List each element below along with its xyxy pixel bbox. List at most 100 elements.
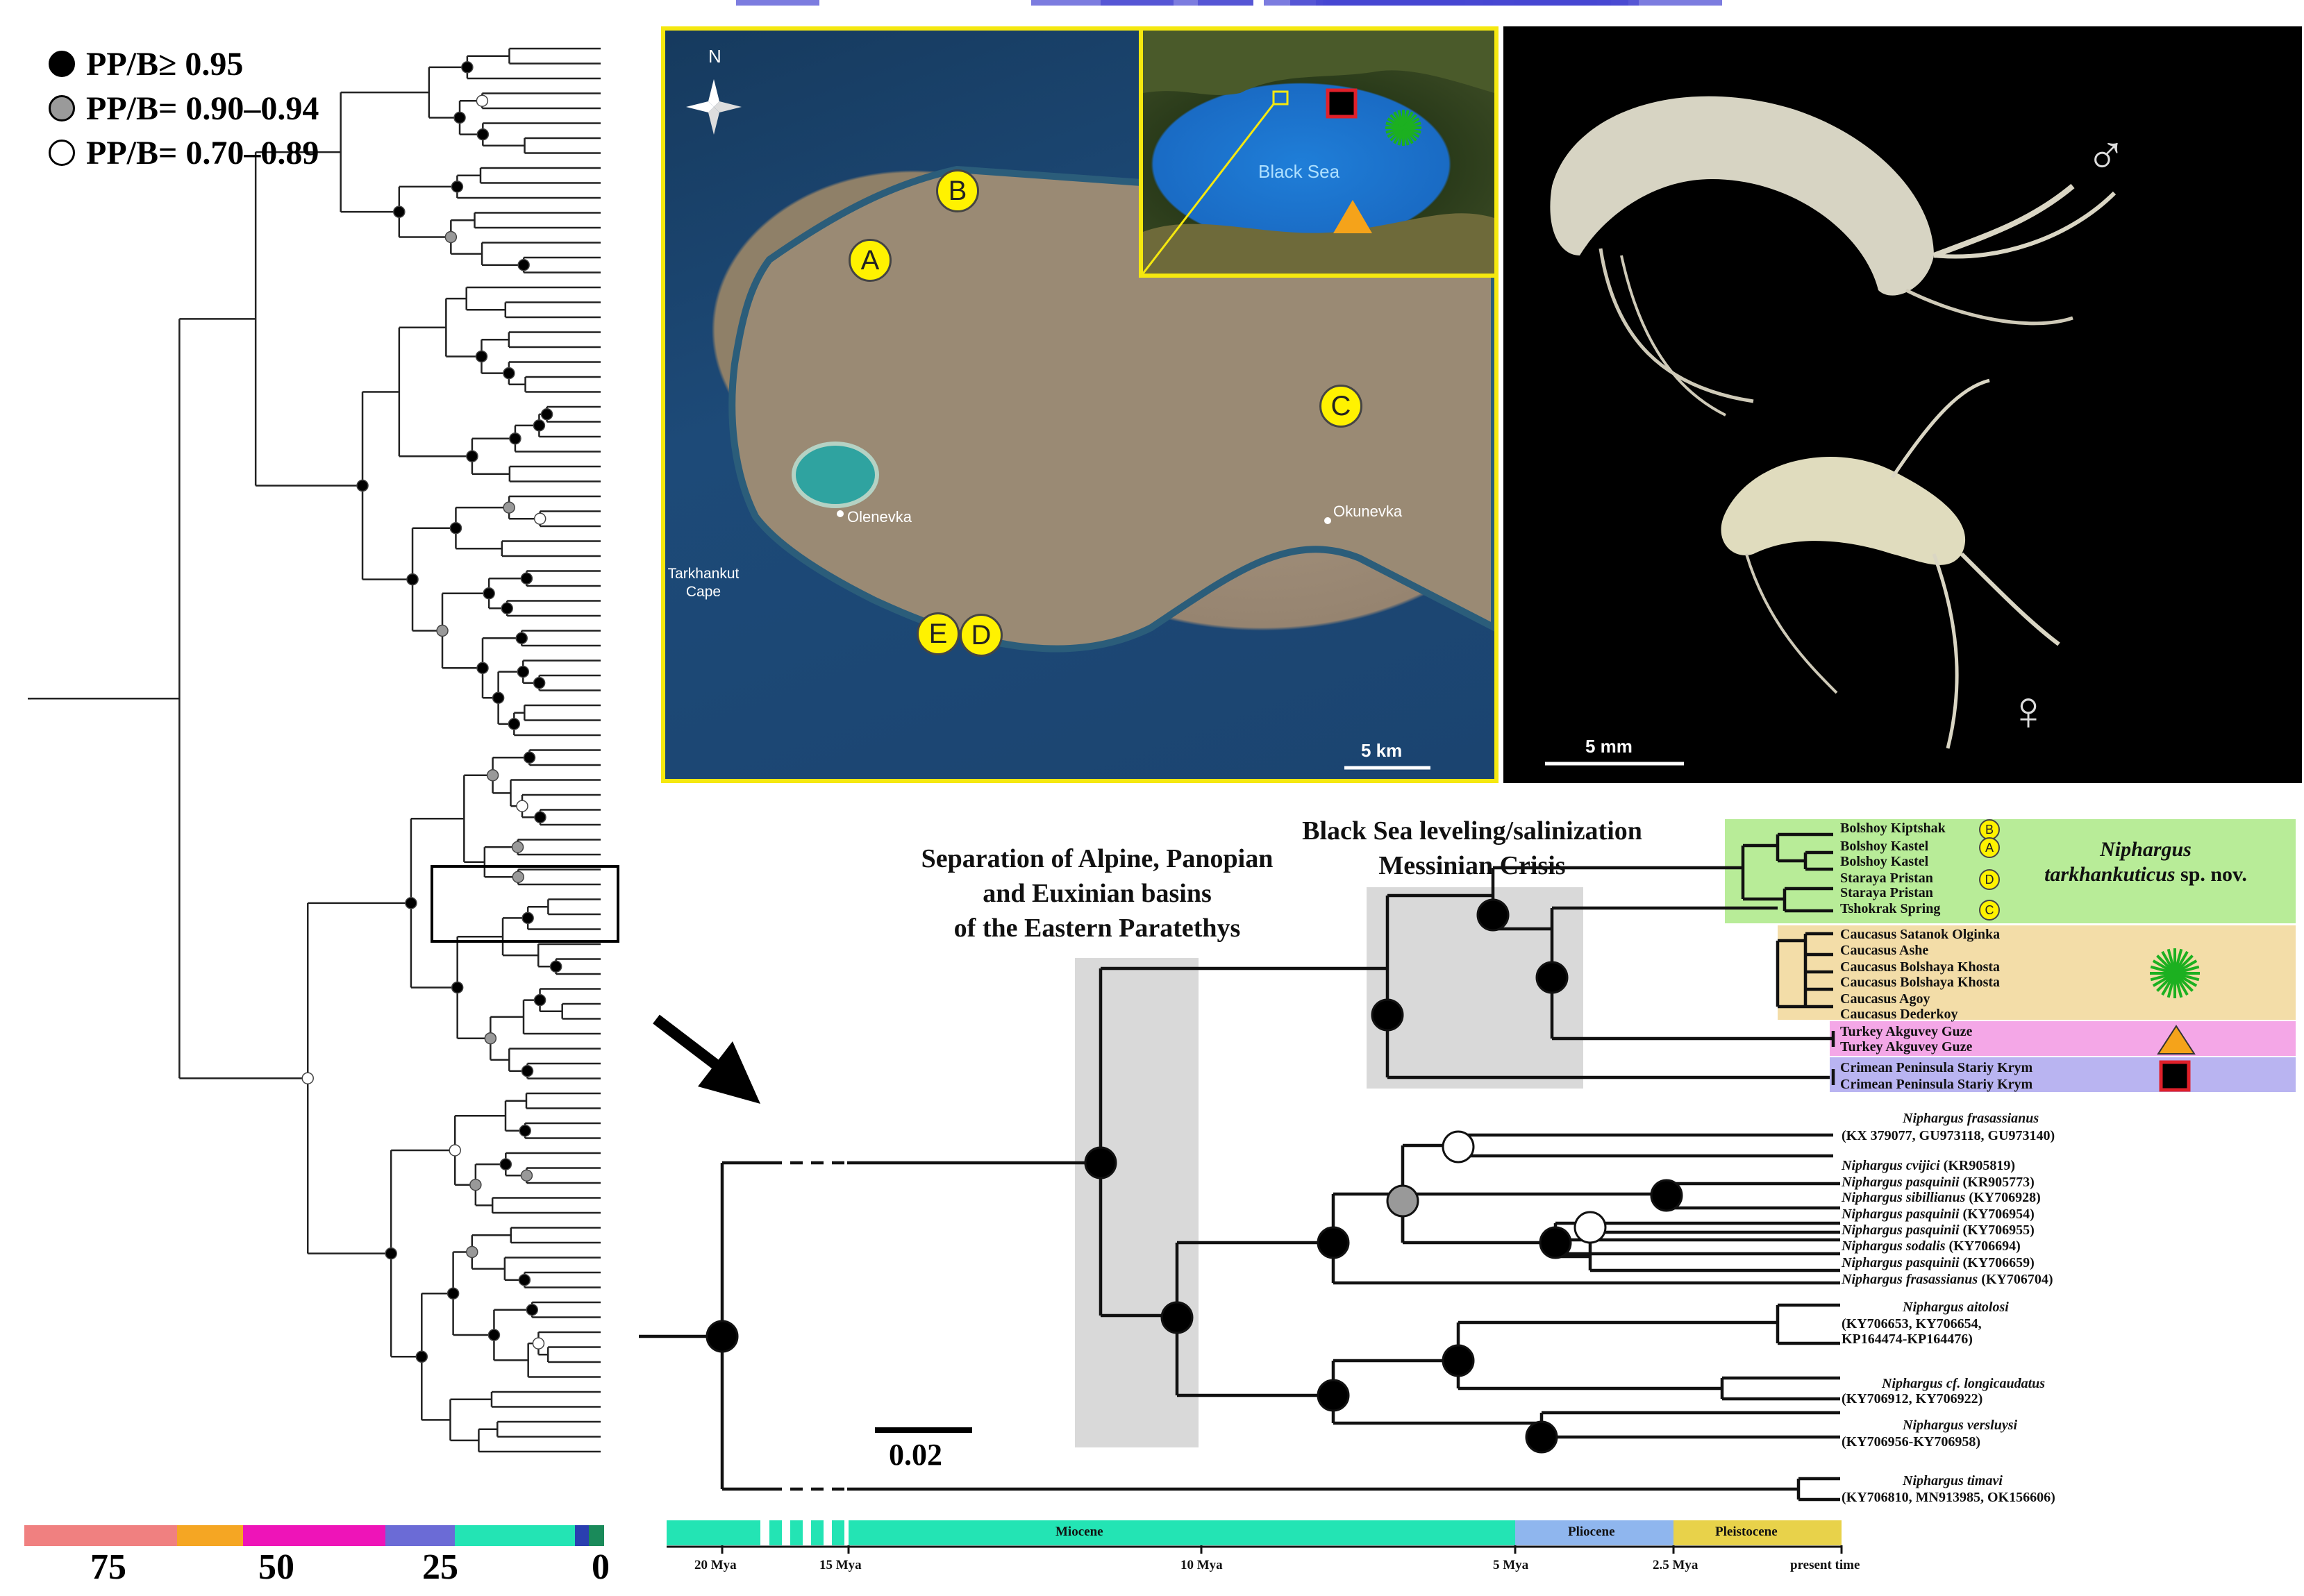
town-label-olenevka: Olenevka: [847, 508, 912, 526]
site-marker-a: A: [849, 239, 892, 282]
support-node: [1442, 1344, 1475, 1377]
support-node: [526, 1304, 539, 1316]
support-node: [451, 981, 464, 994]
tip-label-niphargus: Niphargus pasquinii (KY706955): [1842, 1223, 2035, 1238]
timescale-segment: [811, 1520, 824, 1545]
timescale-miocene: [849, 1520, 1515, 1545]
site-marker-small: B: [1979, 819, 2000, 840]
timescale-tick-label: 10 Mya: [1180, 1558, 1223, 1572]
band-caucasus: [1778, 925, 2296, 1020]
tip-label-niphargus: Niphargus sibillianus (KY706928): [1842, 1190, 2041, 1205]
site-marker-small: D: [1979, 869, 2000, 890]
tip-label-new-species: Bolshoy Kastel: [1840, 854, 1929, 869]
support-node: [503, 501, 515, 514]
star-icon: [2150, 948, 2200, 998]
support-node: [476, 94, 489, 107]
female-symbol: ♀: [2007, 680, 2049, 741]
legend-row: PP/B≥ 0.95: [49, 42, 319, 86]
header-line: Separation of Alpine, Panopian: [921, 844, 1274, 873]
header-line: and Euxinian basins: [983, 879, 1212, 908]
support-node: [520, 1169, 533, 1182]
support-node: [1160, 1301, 1194, 1334]
dated-tree-support-nodes: [706, 898, 1683, 1454]
support-node: [487, 1329, 501, 1341]
support-node: [519, 1125, 531, 1137]
left-timescale-colorbar: [24, 1525, 604, 1546]
epoch-label: Miocene: [1055, 1524, 1103, 1539]
tip-label-niphargus: Niphargus timavi: [1903, 1473, 2003, 1488]
support-node: [453, 111, 466, 124]
species-name: Niphargus pasquinii: [1842, 1175, 1960, 1190]
species-name: Niphargus pasquinii: [1842, 1255, 1960, 1270]
legend-label: PP/B= 0.90–0.94: [86, 90, 319, 127]
support-node: [476, 662, 489, 674]
support-node: [521, 1065, 534, 1077]
site-marker-e: E: [917, 612, 960, 655]
support-node: [517, 259, 530, 271]
timescale-tick-label: 5 Mya: [1493, 1558, 1529, 1572]
tip-label-niphargus: Niphargus aitolosi: [1903, 1300, 2009, 1315]
support-node: [486, 769, 499, 782]
geologic-timescale: [667, 1520, 1843, 1554]
white-dot-icon: [49, 140, 75, 166]
cape-label: Tarkhankut Cape: [667, 566, 740, 600]
support-node: [540, 408, 553, 421]
timescale-segment: [667, 1520, 760, 1545]
support-node: [549, 960, 562, 973]
tip-label-new-species: Bolshoy Kastel: [1840, 839, 1929, 854]
accession-number: (KY706659): [1959, 1255, 2035, 1270]
town-label-okunevka: Okunevka: [1333, 503, 1403, 520]
support-node: [461, 61, 474, 74]
species-name: Niphargus cf. longicaudatus: [1882, 1376, 2046, 1391]
tip-label-caucasus: Caucasus Agoy: [1840, 991, 1930, 1007]
timescale-pleistocene: [1673, 1520, 1842, 1545]
support-node: [520, 572, 533, 585]
support-node: [706, 1320, 739, 1353]
support-node: [466, 450, 478, 462]
support-node: [466, 1245, 478, 1259]
tip-label-new-species: Staraya Pristan: [1840, 885, 1933, 900]
grey-dot-icon: [49, 95, 75, 121]
colorbar-segment: [177, 1525, 243, 1546]
event-header-paratethys: Separation of Alpine, Panopian and Euxin…: [868, 841, 1326, 946]
accession-number: (KR905773): [1959, 1175, 2035, 1190]
site-marker-d: D: [960, 614, 1003, 657]
support-node: [301, 1072, 314, 1084]
colorbar-segment: [575, 1525, 589, 1546]
town-dot: [837, 510, 844, 517]
highlight-box: [431, 865, 619, 943]
species-name: Niphargus cvijici: [1842, 1158, 1940, 1173]
support-node: [1317, 1226, 1350, 1259]
support-node: [393, 205, 406, 218]
tip-label-niphargus: (KY706810, MN913985, OK156606): [1842, 1490, 2055, 1505]
species-name: Niphargus aitolosi: [1903, 1300, 2009, 1315]
tip-label-niphargus: Niphargus versluysi: [1903, 1418, 2017, 1433]
tip-label-caucasus: Caucasus Bolshaya Khosta: [1840, 959, 2001, 975]
inset-map: Black Sea: [1139, 26, 1499, 278]
species-name: Niphargus versluysi: [1903, 1418, 2018, 1433]
tip-label-niphargus: Niphargus frasassianus (KY706704): [1842, 1272, 2053, 1287]
new-species-epithet: tarkhankuticus sp. nov.: [2014, 862, 2278, 887]
site-marker-b: B: [936, 169, 979, 212]
legend-row: PP/B= 0.70–0.89: [49, 131, 319, 175]
event-header-messinian: Black Sea leveling/salinization Messinia…: [1250, 814, 1694, 883]
accession-number: (KY706694): [1945, 1238, 2021, 1254]
event-shade-paratethys: [1075, 958, 1199, 1447]
support-node: [483, 587, 495, 600]
support-node: [515, 632, 528, 644]
header-line: Messinian Crisis: [1378, 851, 1566, 880]
support-node: [415, 1350, 428, 1363]
sp-nov-text: sp. nov.: [2180, 863, 2247, 886]
star-ray: [2150, 965, 2200, 982]
site-marker-c: C: [1319, 385, 1362, 428]
square-icon: [2159, 1060, 2191, 1092]
specimen-drawing: [1545, 96, 2117, 766]
support-node: [511, 841, 524, 853]
left-phylogeny-tree: [28, 47, 601, 1453]
tip-label-niphargus: Niphargus pasquinii (KR905773): [1842, 1175, 2035, 1190]
left-axis-tick: 50: [258, 1547, 294, 1587]
support-node: [1386, 1184, 1419, 1218]
header-line: Black Sea leveling/salinization: [1302, 816, 1642, 846]
tip-label-niphargus: Niphargus frasassianus: [1903, 1111, 2039, 1126]
band-new-species: [1725, 819, 2296, 923]
